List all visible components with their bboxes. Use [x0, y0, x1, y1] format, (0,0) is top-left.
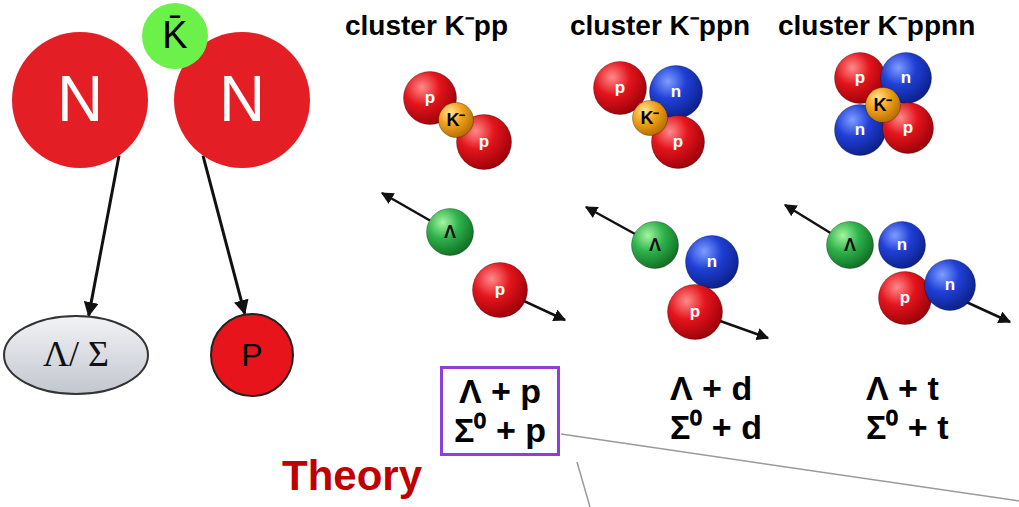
node-outline — [12, 32, 148, 168]
result-box: Λ + pΣ⁰ + p — [440, 366, 560, 456]
node-text: p — [425, 88, 435, 108]
node-text: p — [900, 288, 910, 308]
node-text: Λ — [444, 222, 456, 243]
proton-ball: p — [472, 262, 528, 318]
neutron-ball: n — [878, 221, 926, 269]
node-outline — [473, 263, 528, 318]
node-outline — [4, 316, 148, 394]
lambda-ball: Λ — [426, 208, 474, 256]
leader-line — [577, 462, 590, 507]
leader-line — [561, 434, 1019, 501]
node-outline — [174, 32, 310, 168]
reaction-label: Λ + t — [866, 369, 939, 408]
node-text: Λ/ Σ — [43, 334, 109, 375]
node-text: Λ — [649, 235, 661, 256]
node-outline — [686, 236, 739, 289]
node-outline — [633, 101, 668, 136]
node-text: n — [707, 252, 717, 272]
cluster-title: cluster K⁻pp — [345, 10, 508, 42]
kaon-ball: K⁻ — [865, 87, 901, 123]
node-outline — [925, 260, 976, 311]
node-outline — [439, 103, 474, 138]
node-text: n — [671, 82, 681, 102]
kaon-ball: K⁻ — [438, 102, 474, 138]
node-text: Λ + p — [459, 372, 541, 411]
node-text: p — [495, 280, 505, 300]
node-text: Σ⁰ + p — [454, 411, 546, 450]
cluster-title: cluster K⁻ppnn — [778, 10, 975, 42]
node-text: N — [57, 63, 103, 137]
cluster-title: cluster K⁻ppn — [570, 10, 750, 42]
node-outline — [632, 222, 679, 269]
neutron-ball: n — [685, 235, 739, 289]
proton-circle: P — [210, 313, 294, 397]
reaction-label: Σ⁰ + t — [866, 408, 948, 447]
node-text: K⁻ — [641, 108, 660, 129]
node-text: n — [897, 235, 907, 255]
proton-ball: p — [667, 284, 723, 340]
proton-ball: p — [878, 271, 932, 325]
node-text: p — [479, 132, 489, 152]
node-text: K̄ — [162, 14, 187, 58]
node-outline — [427, 209, 474, 256]
reaction-label: Λ + d — [670, 369, 752, 408]
kaon-ball: K⁻ — [632, 100, 668, 136]
node-text: n — [855, 120, 865, 140]
node-text: K⁻ — [874, 95, 893, 116]
decay-arrow — [203, 156, 245, 314]
node-outline — [668, 285, 723, 340]
nucleon-circle: N — [12, 32, 148, 168]
node-outline — [211, 314, 293, 396]
node-text: p — [690, 302, 700, 322]
node-outline — [879, 222, 926, 269]
node-text: N — [219, 63, 265, 137]
decay-arrow — [89, 156, 119, 316]
node-text: p — [673, 132, 683, 152]
node-text: p — [903, 118, 913, 138]
theory-label: Theory — [282, 452, 422, 500]
node-text: n — [901, 68, 911, 88]
antikaon-circle: K̄ — [142, 3, 208, 69]
node-text: P — [241, 337, 262, 374]
node-text: n — [945, 275, 955, 295]
node-outline — [879, 272, 932, 325]
neutron-ball: n — [924, 259, 976, 311]
node-outline — [866, 88, 901, 123]
lambda-ball: Λ — [826, 221, 874, 269]
node-text: p — [615, 78, 625, 98]
reaction-label: Σ⁰ + d — [670, 408, 762, 447]
node-outline — [142, 3, 208, 69]
node-text: Λ — [844, 235, 856, 256]
hyperon-ellipse: Λ/ Σ — [3, 315, 149, 395]
node-text: p — [855, 68, 865, 88]
lambda-ball: Λ — [631, 221, 679, 269]
node-text: K⁻ — [447, 110, 466, 131]
node-outline — [827, 222, 874, 269]
